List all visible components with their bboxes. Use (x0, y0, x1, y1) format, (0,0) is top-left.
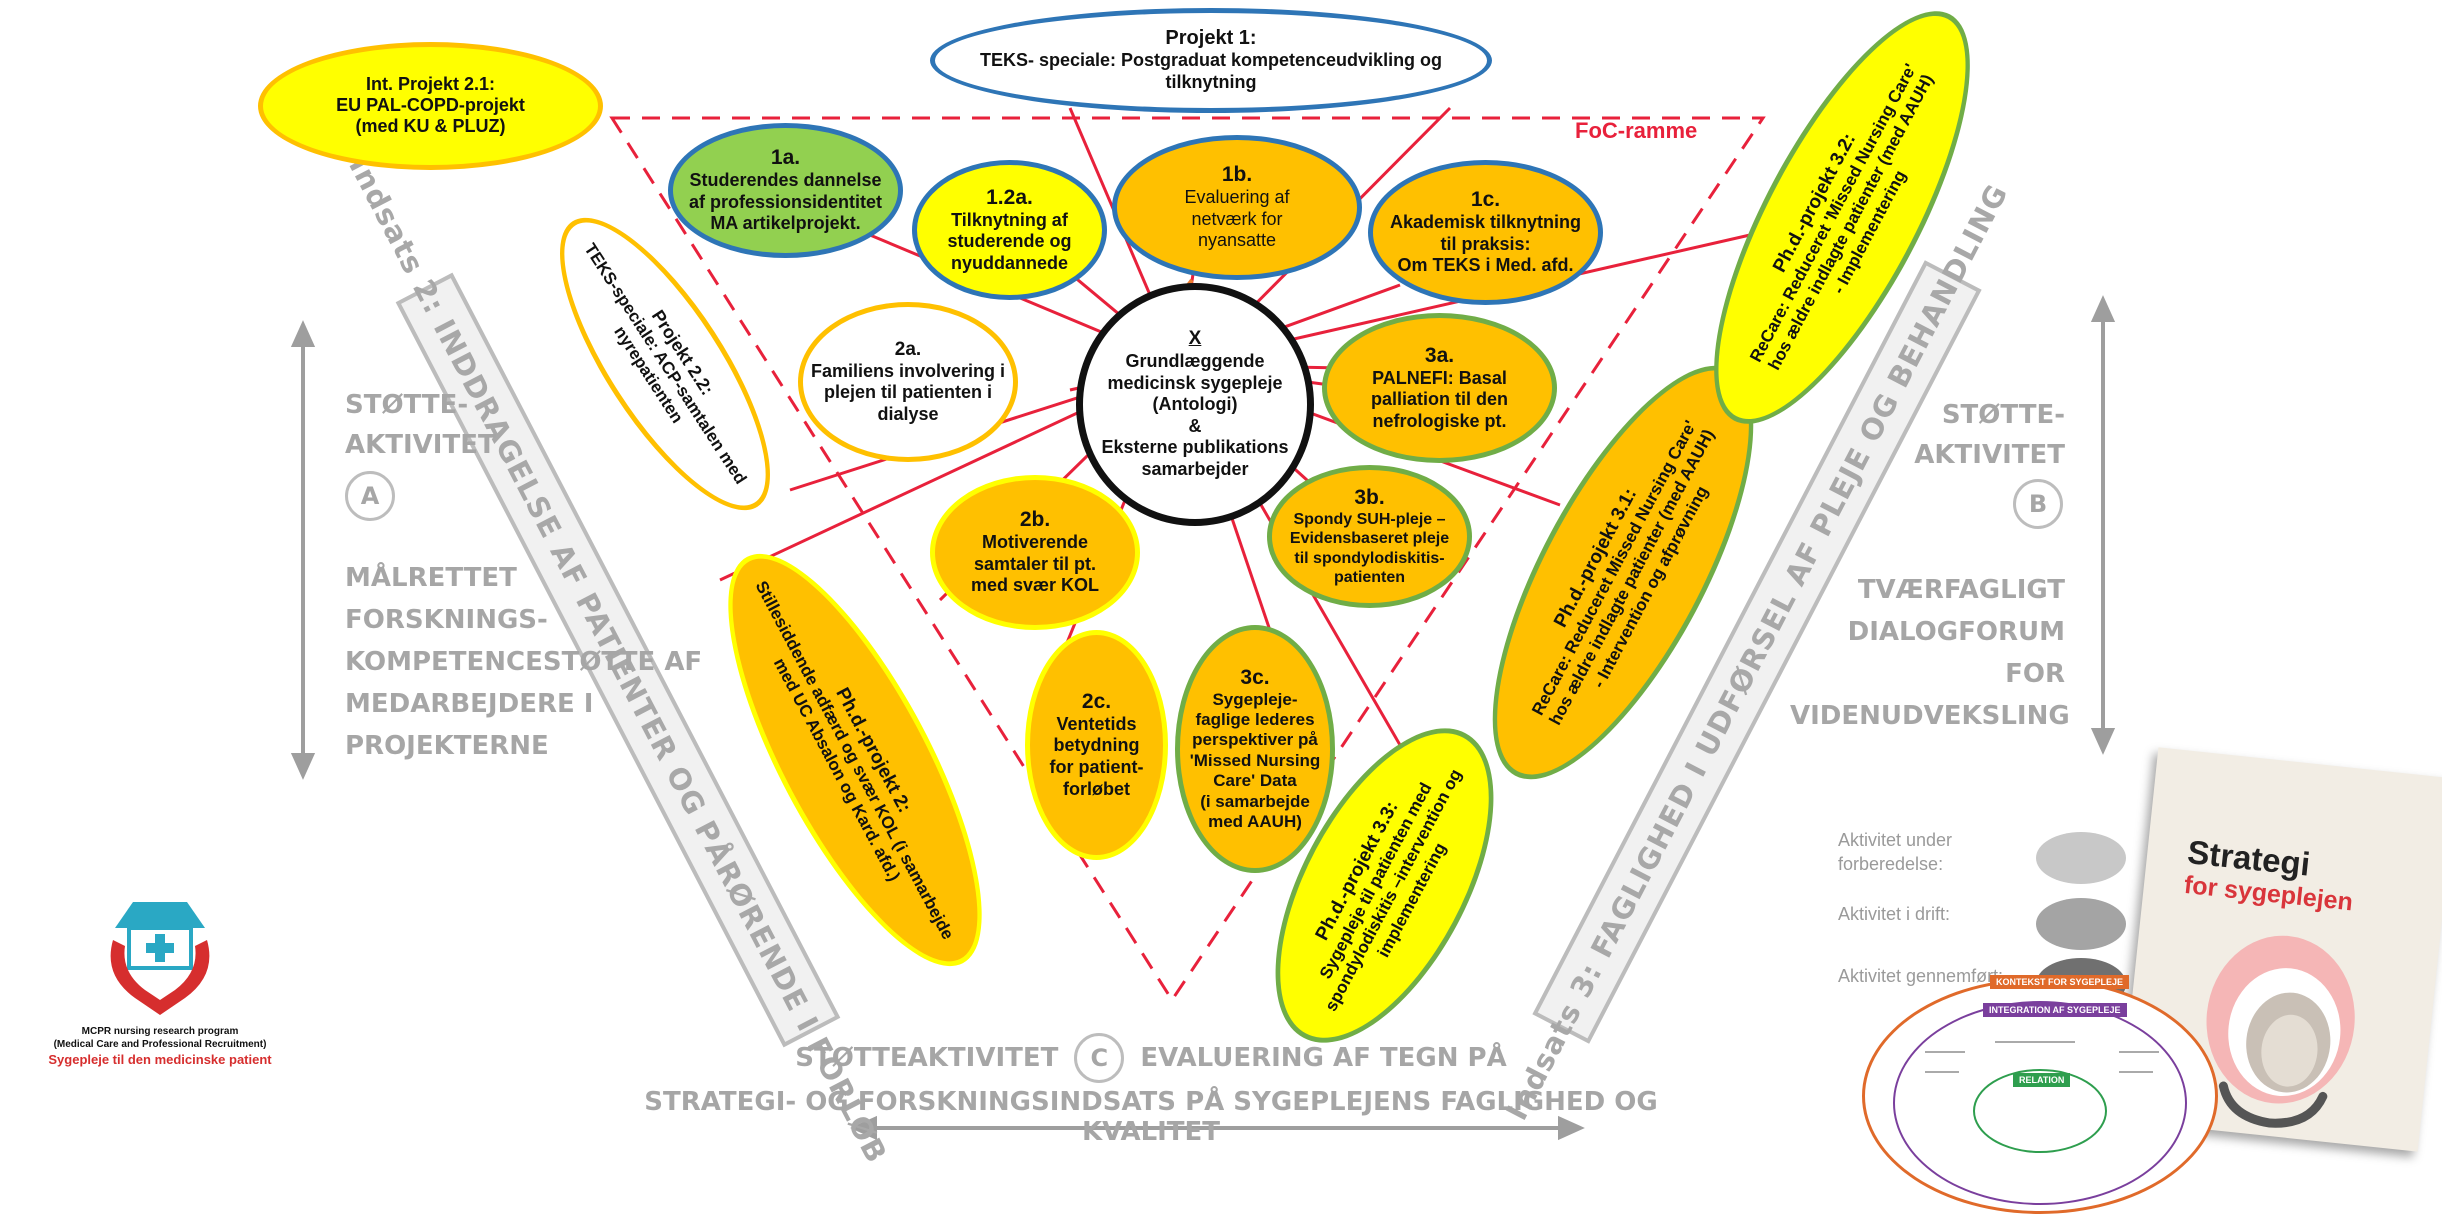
support-c-letter: C (1074, 1033, 1125, 1083)
logo: MCPR nursing research program (Medical C… (15, 880, 305, 1069)
nursing-hands-logo-icon (110, 902, 210, 1015)
node-3a: 3a. PALNEFI: Basal palliation til den ne… (1322, 313, 1557, 463)
book-cover: Strategi for sygeplejen (2119, 747, 2442, 1152)
support-b-letter: B (2013, 479, 2063, 529)
node-1c: 1c. Akademisk tilknytning til praksis: O… (1368, 160, 1603, 305)
support-a-letter: A (345, 471, 395, 521)
node-1-2a: 1.2a. Tilknytning af studerende og nyudd… (912, 160, 1107, 300)
center-node: X Grundlæggende medicinsk sygepleje (Ant… (1076, 283, 1314, 526)
foc-label: FoC-ramme (1575, 118, 1698, 143)
node-2b: 2b. Motiverende samtaler til pt. med svæ… (930, 475, 1140, 630)
legend-swatch (2036, 898, 2126, 950)
strategy-diagram: Indsats 2: INDDRAGELSE AF PATIENTER OG P… (15, 0, 2442, 1214)
strategy-circle: KONTEKST FOR SYGEPLEJE INTEGRATION AF SY… (1862, 975, 2218, 1214)
node-1b: 1b. Evaluering af netværk for nyansatte (1112, 135, 1362, 280)
node-1a: 1a. Studerendes dannelse af professionsi… (668, 123, 903, 258)
legend-item: Aktivitet i drift: (1838, 898, 2138, 958)
book-illustration (2206, 935, 2355, 1128)
support-a: STØTTE- AKTIVITET A MÅLRETTET FORSKNINGS… (345, 390, 703, 761)
support-b: STØTTE- AKTIVITET B TVÆRFAGLIGT DIALOGFO… (1790, 400, 2070, 731)
node-2c: 2c. Ventetids betydning for patient- for… (1025, 630, 1168, 860)
support-c: STØTTEAKTIVITET C EVALUERING AF TEGN PÅ … (636, 1033, 1666, 1147)
legend-item: Aktivitet under forberedelse: (1838, 828, 2138, 890)
node-projekt-1: Projekt 1: TEKS- speciale: Postgraduat k… (930, 8, 1492, 113)
foc-frame (609, 116, 1766, 1003)
node-int-projekt-2-1: Int. Projekt 2.1: EU PAL-COPD-projekt (m… (258, 42, 603, 170)
node-3b: 3b. Spondy SUH-pleje – Evidensbaseret pl… (1267, 465, 1472, 608)
node-3c: 3c. Sygepleje- faglige lederes perspekti… (1175, 625, 1335, 873)
legend-swatch (2036, 832, 2126, 884)
node-2a: 2a. Familiens involvering i plejen til p… (798, 302, 1018, 462)
